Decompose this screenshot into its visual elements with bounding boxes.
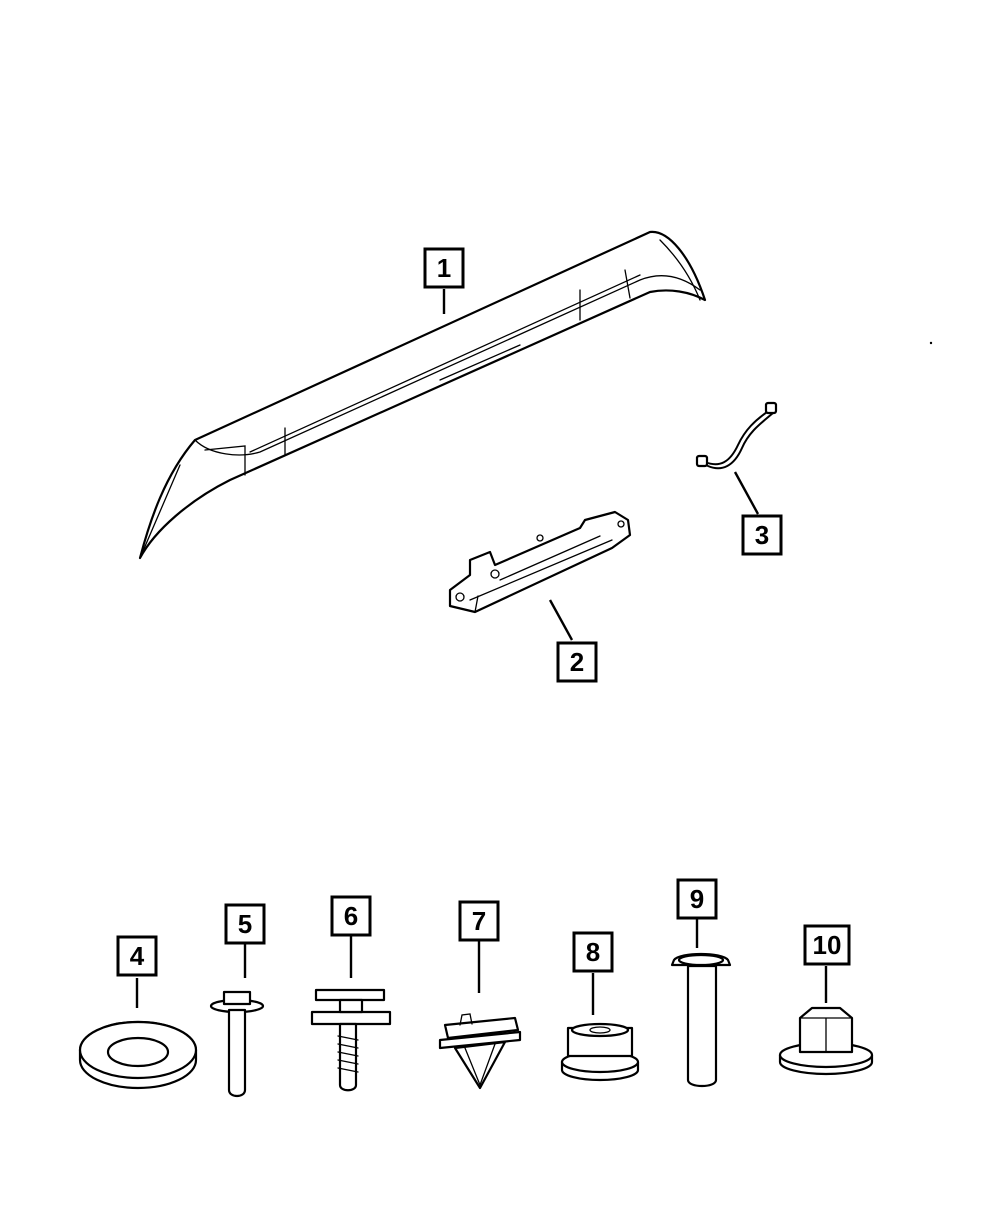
callout-7: 7 [458,900,500,942]
washer-icon [78,1020,198,1090]
callout-label-6: 6 [344,901,358,931]
callout-label-3: 3 [755,520,769,550]
pin-bolt-icon [670,952,732,1088]
callout-1: 1 [423,247,465,289]
push-pin-icon [438,1013,522,1090]
callout-label-9: 9 [690,884,704,914]
stray-dot [929,341,933,345]
spoiler-icon [138,230,707,560]
callout-label-7: 7 [472,906,486,936]
callout-label-2: 2 [570,647,584,677]
leader-line-3 [733,471,760,515]
leader-line-2 [548,599,574,641]
callout-label-10: 10 [813,930,842,960]
callout-2: 2 [556,641,598,683]
callout-6: 6 [330,895,372,937]
callout-label-5: 5 [238,909,252,939]
callout-label-8: 8 [586,937,600,967]
callout-label-4: 4 [130,941,145,971]
callout-label-1: 1 [437,253,451,283]
screw-icon [310,988,392,1092]
nut-icon [778,1006,874,1076]
callout-5: 5 [224,903,266,945]
callout-3: 3 [741,514,783,556]
leader-lines [135,289,828,1015]
callout-4: 4 [116,935,158,977]
wire-harness-icon [695,401,778,470]
callout-8: 8 [572,931,614,973]
callout-9: 9 [676,878,718,920]
grommet-icon [560,1022,640,1082]
callout-10: 10 [803,924,851,966]
bolt-icon [209,990,265,1098]
brake-lamp-icon [448,510,632,614]
